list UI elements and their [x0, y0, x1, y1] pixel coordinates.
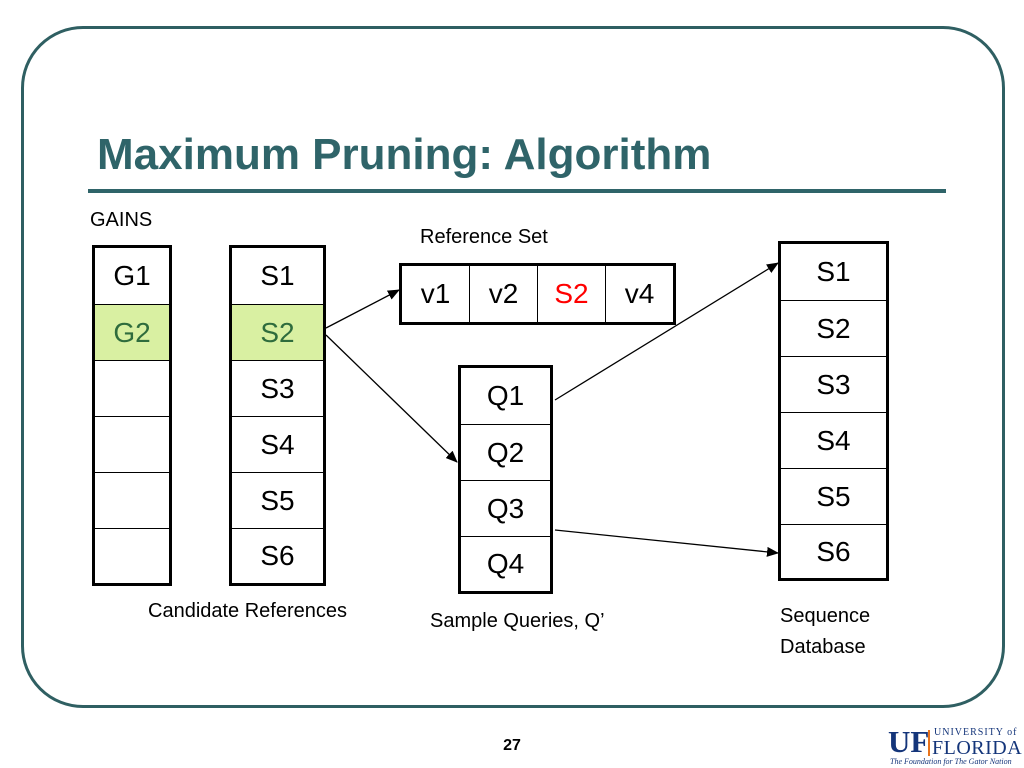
- arrow-q3-to-database-s6: [554, 529, 779, 557]
- candidate-cell: S4: [232, 417, 323, 473]
- reference-cell: v1: [402, 266, 470, 322]
- reference-set-table: v1 v2 S2 v4: [399, 263, 676, 325]
- query-cell: Q3: [461, 481, 550, 537]
- candidate-references-label: Candidate References: [148, 600, 348, 622]
- sample-queries-label: Sample Queries, Q’: [430, 610, 605, 632]
- database-cell: S5: [781, 469, 886, 525]
- arrow-candidate-to-queries: [325, 334, 458, 463]
- slide-frame: [21, 26, 1005, 708]
- database-cell: S6: [816, 535, 851, 567]
- gains-cell: G1: [95, 248, 169, 305]
- candidate-references-column: S1 S2 S3 S4 S5 S6: [229, 245, 326, 586]
- slide-title: Maximum Pruning: Algorithm: [97, 130, 712, 179]
- database-cell: S4: [781, 413, 886, 469]
- sequence-database-label-line2: Database: [780, 636, 866, 658]
- database-cell: S3: [781, 357, 886, 413]
- database-cell: S1: [781, 244, 886, 301]
- candidate-cell: S6: [260, 540, 295, 571]
- gains-cell: [95, 417, 169, 473]
- query-cell: Q4: [486, 548, 525, 579]
- candidate-cell: S5: [232, 473, 323, 529]
- reference-set-label: Reference Set: [420, 226, 548, 248]
- gains-cell: [95, 473, 169, 529]
- candidate-cell-highlighted: S2: [232, 305, 323, 361]
- arrow-candidate-to-reference: [325, 289, 400, 329]
- title-underline: [88, 189, 946, 193]
- query-cell: Q1: [461, 368, 550, 425]
- database-cell: S2: [781, 301, 886, 357]
- candidate-cell: S1: [232, 248, 323, 305]
- gains-cell-highlighted: G2: [95, 305, 169, 361]
- sequence-database-column: S1 S2 S3 S4 S5 S6: [778, 241, 889, 581]
- logo-divider: [928, 730, 930, 756]
- arrow-q1-to-database-s1: [554, 262, 779, 401]
- candidate-cell: S3: [232, 361, 323, 417]
- logo-tagline: The Foundation for The Gator Nation: [890, 757, 1012, 766]
- query-cell: Q2: [461, 425, 550, 481]
- sequence-database-label-line1: Sequence: [780, 605, 871, 627]
- gains-column: G1 G2: [92, 245, 172, 586]
- sample-queries-column: Q1 Q2 Q3 Q4: [458, 365, 553, 594]
- gains-cell: [95, 361, 169, 417]
- reference-cell: v4: [624, 278, 655, 309]
- reference-cell: v2: [470, 266, 538, 322]
- logo-university-of: UNIVERSITY of: [934, 727, 1018, 738]
- page-number: 27: [503, 737, 521, 754]
- reference-cell-new: S2: [538, 266, 606, 322]
- uf-logo-mark: UF: [888, 724, 930, 759]
- logo-florida: FLORIDA: [932, 737, 1023, 759]
- university-logo: UF UNIVERSITY of FLORIDA The Foundation …: [888, 724, 1022, 767]
- gains-label: GAINS: [90, 209, 153, 231]
